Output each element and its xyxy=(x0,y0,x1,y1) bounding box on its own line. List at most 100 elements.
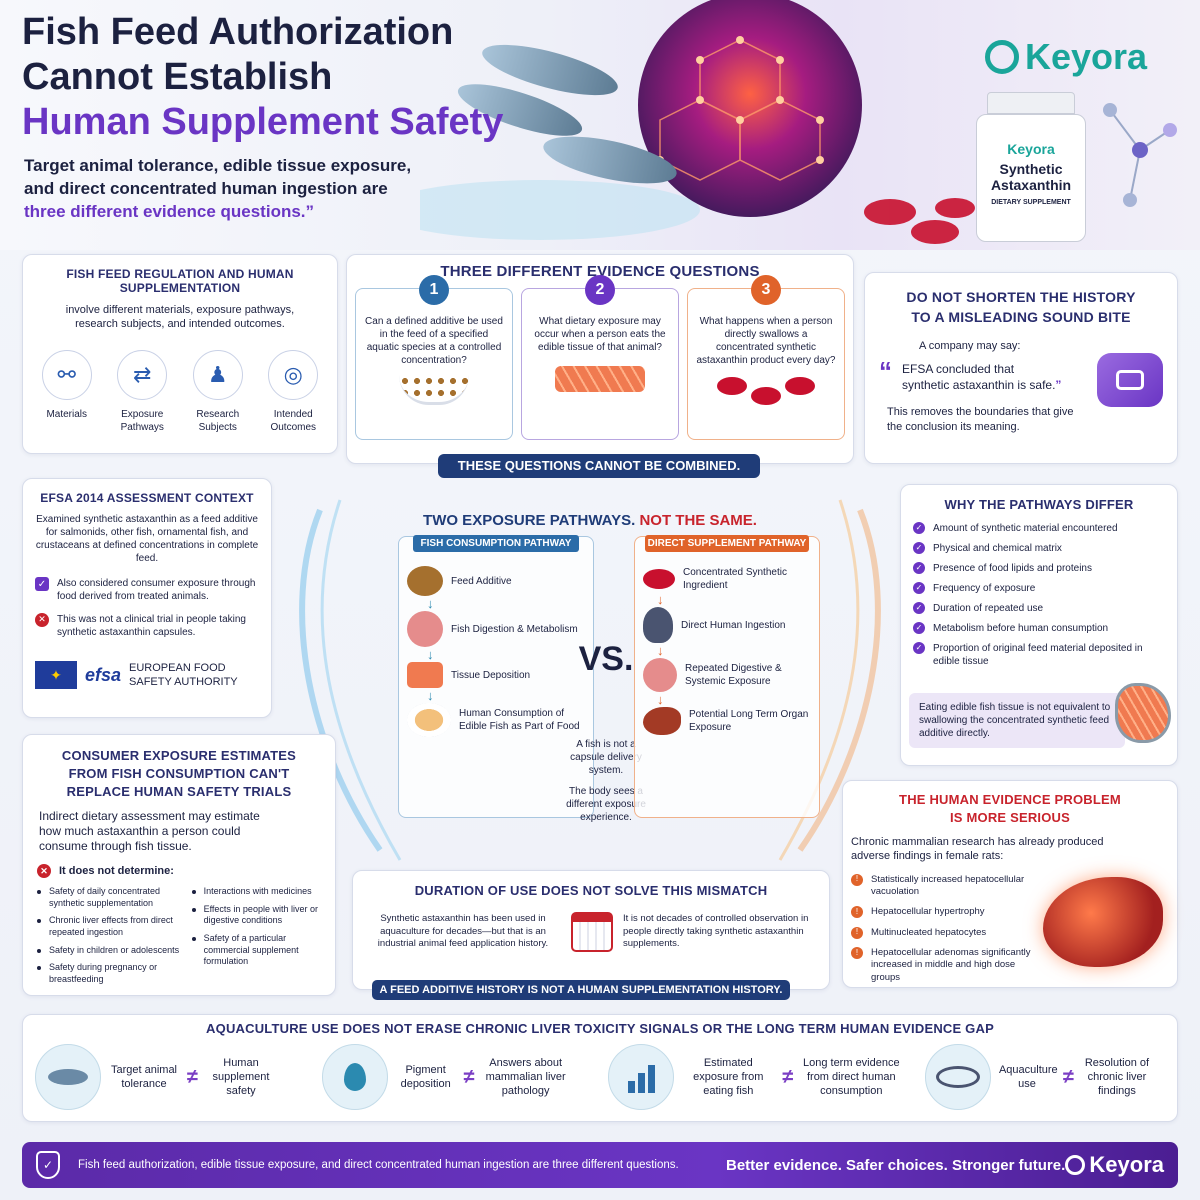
duration-left: Synthetic astaxanthin has been used in a… xyxy=(377,913,549,950)
human-item-1: !Statistically increased hepatocellular … xyxy=(851,873,1037,899)
not-equal-icon: ≠ xyxy=(782,1065,794,1088)
fish-step-1-text: Feed Additive xyxy=(451,575,512,587)
bullet xyxy=(37,948,41,953)
salmon-fillet-icon xyxy=(555,366,645,392)
warning-icon: ! xyxy=(851,926,863,939)
consumer-right-3-text: Safety of a particular commercial supple… xyxy=(203,933,299,967)
intended-outcomes-item: ◎ Intended Outcomes xyxy=(258,349,328,434)
footer-text: Fish feed authorization, edible tissue e… xyxy=(78,1159,679,1171)
why-item-4: ✓Frequency of exposure xyxy=(913,582,1167,595)
bullet xyxy=(37,890,41,894)
consumer-right-item-2: Effects in people with liver or digestiv… xyxy=(191,904,323,927)
consumer-left-item-1: Safety of daily concentrated synthetic s… xyxy=(37,886,182,909)
regulation-card: FISH FEED REGULATION AND HUMAN SUPPLEMEN… xyxy=(22,254,338,454)
human-title-line-1: THE HUMAN EVIDENCE PROBLEM xyxy=(899,792,1121,807)
consumer-text: Indirect dietary assessment may estimate… xyxy=(39,809,260,853)
speech-bubble-icon xyxy=(1097,353,1163,407)
pair-4: Aquaculture use ≠ Resolution of chronic … xyxy=(924,1044,1165,1110)
supp-arrow-2: ↓ xyxy=(657,643,664,658)
check-icon: ✓ xyxy=(913,642,925,654)
duration-row: Synthetic astaxanthin has been used in a… xyxy=(353,898,829,952)
efsa-org-line-1: EUROPEAN FOOD xyxy=(129,662,226,674)
consumer-lists: Safety of daily concentrated synthetic s… xyxy=(23,878,335,986)
history-card: DO NOT SHORTEN THE HISTORY TO A MISLEADI… xyxy=(864,272,1178,464)
bottle-body: Keyora Synthetic Astaxanthin DIETARY SUP… xyxy=(976,114,1086,242)
fish-step-3: Tissue Deposition xyxy=(399,662,593,688)
consumer-left-item-3: Safety in children or adolescents xyxy=(37,945,182,957)
not-equal-icon: ≠ xyxy=(187,1065,198,1088)
quote-line-1: EFSA concluded that xyxy=(902,362,1015,377)
duration-banner: A FEED ADDITIVE HISTORY IS NOT A HUMAN S… xyxy=(372,980,790,1000)
human-item-3-text: Multinucleated hepatocytes xyxy=(871,926,987,938)
history-title: DO NOT SHORTEN THE HISTORY TO A MISLEADI… xyxy=(865,287,1177,327)
question-3-text: What happens when a person directly swal… xyxy=(696,316,836,366)
digestive-icon xyxy=(643,658,677,692)
bottle-line-3: DIETARY SUPPLEMENT xyxy=(991,199,1071,206)
history-quote: “ EFSA concluded that synthetic astaxant… xyxy=(879,358,1177,393)
fish-step-4: Human Consumption of Edible Fish as Part… xyxy=(399,703,593,737)
consumer-left-item-2: Chronic liver effects from direct repeat… xyxy=(37,915,182,938)
duration-right: It is not decades of controlled observat… xyxy=(623,913,809,950)
why-card: WHY THE PATHWAYS DIFFER ✓Amount of synth… xyxy=(900,484,1178,766)
consumer-title-line-3: REPLACE HUMAN SAFETY TRIALS xyxy=(66,784,292,799)
efsa-point-yes-text: Also considered consumer exposure throug… xyxy=(57,578,256,602)
title-line-2: Cannot Establish xyxy=(22,56,333,98)
bullet xyxy=(37,966,41,971)
pathway-notes: A fish is not a capsule delivery system.… xyxy=(558,738,654,824)
consumer-title-line-2: FROM FISH CONSUMPTION CAN'T xyxy=(68,766,290,781)
human-item-2: !Hepatocellular hypertrophy xyxy=(851,906,1037,919)
regulation-title: FISH FEED REGULATION AND HUMAN SUPPLEMEN… xyxy=(66,267,294,295)
supp-step-3: Repeated Digestive & Systemic Exposure xyxy=(635,658,819,692)
key-icon xyxy=(1065,1155,1086,1175)
fish-arrow-3: ↓ xyxy=(427,688,434,703)
x-icon: ✕ xyxy=(37,864,51,878)
not-equal-icon: ≠ xyxy=(463,1065,475,1088)
question-1-text: Can a defined additive be used in the fe… xyxy=(365,316,503,366)
pair-2-b: Answers about mammalian liver pathology xyxy=(485,1056,566,1098)
header: Fish Feed Authorization Cannot Establish… xyxy=(0,0,1200,250)
hero-illustration xyxy=(420,0,1177,244)
pair-3-a: Estimated exposure from eating fish xyxy=(693,1056,764,1098)
human-list: !Statistically increased hepatocellular … xyxy=(843,864,1177,984)
pathway-note-1: A fish is not a capsule delivery system. xyxy=(570,739,642,776)
efsa-org-line-2: SAFETY AUTHORITY xyxy=(129,676,238,688)
not-equal-icon: ≠ xyxy=(1062,1065,1074,1088)
research-subjects-label: Research Subjects xyxy=(196,408,240,433)
supplement-bottle: Keyora Synthetic Astaxanthin DIETARY SUP… xyxy=(972,92,1090,242)
question-columns: 1 Can a defined additive be used in the … xyxy=(347,275,853,440)
human-item-4-text: Hepatocellular adenomas significantly in… xyxy=(871,946,1031,983)
vs-label: VS. xyxy=(578,640,634,678)
capsule-icon xyxy=(643,569,675,589)
shield-icon: ✓ xyxy=(36,1151,60,1179)
fish-step-3-text: Tissue Deposition xyxy=(451,669,531,681)
question-3: 3 What happens when a person directly sw… xyxy=(687,275,845,440)
why-item-3: ✓Presence of food lipids and proteins xyxy=(913,562,1167,575)
softgel-capsules-icon xyxy=(711,377,821,407)
fish-step-2: Fish Digestion & Metabolism xyxy=(399,611,593,647)
pathways-title-a: TWO EXPOSURE PATHWAYS. xyxy=(423,512,636,529)
supp-step-4: Potential Long Term Organ Exposure xyxy=(635,707,819,735)
efsa-point-no: ✕ This was not a clinical trial in peopl… xyxy=(23,603,271,639)
supplement-pathway: DIRECT SUPPLEMENT PATHWAY Concentrated S… xyxy=(634,535,820,818)
bullet xyxy=(191,890,196,894)
research-subjects-item: ♟ Research Subjects xyxy=(183,349,253,434)
bottle-line-2: Astaxanthin xyxy=(990,177,1072,193)
footer-brand: Keyora xyxy=(1065,1152,1164,1178)
fish-icon xyxy=(35,1044,101,1110)
efsa-title: EFSA 2014 ASSESSMENT CONTEXT xyxy=(40,491,254,505)
brand-logo: Keyora xyxy=(985,36,1147,78)
materials-label: Materials xyxy=(46,408,88,420)
bullet xyxy=(191,937,196,942)
consumer-left-item-4: Safety during pregnancy or breastfeeding xyxy=(37,962,182,985)
pair-2-a: Pigment deposition xyxy=(400,1063,451,1090)
consumer-left-2-text: Chronic liver effects from direct repeat… xyxy=(49,915,173,938)
efsa-org-name: EUROPEAN FOOD SAFETY AUTHORITY xyxy=(129,661,238,689)
history-title-line-2: TO A MISLEADING SOUND BITE xyxy=(911,309,1131,325)
efsa-point-yes: ✓ Also considered consumer exposure thro… xyxy=(23,565,271,603)
supp-step-2-text: Direct Human Ingestion xyxy=(681,619,786,631)
history-intro: A company may say: xyxy=(919,340,1021,352)
human-item-4: !Hepatocellular adenomas significantly i… xyxy=(851,946,1037,984)
human-evidence-card: THE HUMAN EVIDENCE PROBLEM IS MORE SERIO… xyxy=(842,780,1178,988)
history-note: This removes the boundaries that give th… xyxy=(887,406,1074,433)
why-item-6: ✓Metabolism before human consumption xyxy=(913,622,1167,635)
